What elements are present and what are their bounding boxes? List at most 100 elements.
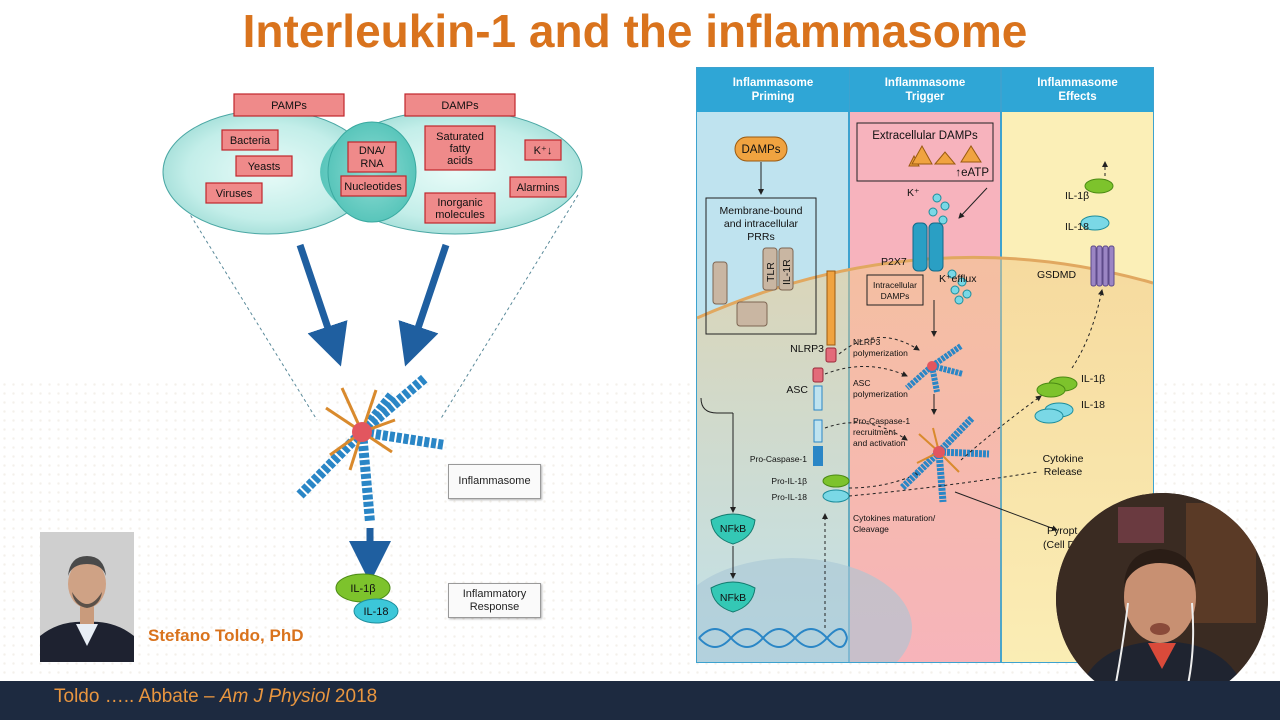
prr-line1: Membrane-bound [720,205,803,217]
nlrp3-poly-line1: NLRP3 [853,337,881,347]
bottom-bar [0,681,1280,720]
eatp-label: ↑eATP [955,167,989,179]
molecules-label: molecules [435,209,485,221]
damps-box [404,93,516,117]
nfkb-icon-2 [710,581,756,613]
potassium-label: K⁺↓ [534,145,553,157]
inflammasome-complex-icon [296,374,446,523]
effects-il1b-mid: IL-1β [1081,373,1105,385]
intracellular-line1: Intracellular [873,280,917,290]
effects-head-line1: Inflammasome [1037,76,1118,89]
column-header-trigger: Inflammasome Trigger [850,68,1000,112]
release-line1: Cytokine [1043,453,1084,465]
nfkb-label-2: NFkB [720,592,746,604]
inflammatory-response-box: Inflammatory Response [448,583,541,618]
bacteria-label: Bacteria [230,135,271,147]
receptor-1 [712,261,728,305]
priming-head-line2: Priming [751,91,795,103]
k-efflux-label: K⁺efflux [939,273,977,285]
trigger-head-line1: Inflammasome [884,76,966,89]
nucleotides-label: Nucleotides [344,181,402,193]
citation-authors: Toldo ….. Abbate – [54,686,220,707]
citation-journal: Am J Physiol [219,686,330,707]
casp-line1: Pro-Caspase-1 [853,416,910,426]
rna-label: RNA [360,158,384,170]
pyroptosis-line2: (Cell D [1043,539,1076,551]
priming-damps-label: DAMPs [742,144,781,156]
p2x7-channel [912,222,928,272]
nlrp3-stalk [826,270,836,346]
nlrp3-label: NLRP3 [790,343,824,355]
effects-head-line2: Effects [1058,91,1097,103]
gsdmd-label: GSDMD [1037,269,1077,281]
pro-caspase-icon [813,446,823,466]
release-line2: Release [1044,466,1083,478]
damps-pill [734,136,788,162]
effects-il1b-top: IL-1β [1065,190,1089,202]
damps-label: DAMPs [441,100,479,112]
asc-poly-line2: polymerization [853,389,908,399]
projection-line-right [439,194,579,421]
nfkb-icon-1 [710,513,756,545]
priming-head-line1: Inflammasome [732,76,814,89]
asc-head [812,367,824,383]
intracellular-damps-box [866,274,924,306]
yeasts-box [235,155,293,177]
pro-il18-label: Pro-IL-18 [772,492,808,502]
slide-title: Interleukin-1 and the inflammasome [242,5,1028,57]
p2x7-label: P2X7 [881,256,907,268]
viruses-label: Viruses [216,188,253,200]
alarmins-label: Alarmins [517,182,560,194]
pamps-label: PAMPs [271,100,307,112]
column-header-effects: Inflammasome Effects [1002,68,1153,112]
pyroptosis-line1: Pyropt [1047,525,1077,537]
extracellular-damps-label: Extracellular DAMPs [872,130,978,142]
il1r-label: IL-1R [781,259,793,285]
inorganic-molecules-box [424,192,496,224]
il1r-receptor [778,247,794,291]
nlrp3-head [825,347,837,363]
prr-line2: and intracellular [724,218,799,230]
intracellular-line2: DAMPs [881,291,910,301]
speaker-name: Stefano Toldo, PhD [148,626,304,645]
casp-line3: and activation [853,438,906,448]
citation-year: 2018 [329,686,378,707]
pamps-arrow [296,243,348,367]
inorganic-label: Inorganic [437,197,483,209]
il18-label: IL-18 [363,606,388,618]
pro-il1b-label: Pro-IL-1β [771,476,807,486]
projection-line-left [177,194,318,421]
effects-il18-top: IL-18 [1065,221,1089,233]
effects-il18-mid: IL-18 [1081,399,1105,411]
nlrp3-poly-line2: polymerization [853,348,908,358]
yeasts-label: Yeasts [248,161,281,173]
nucleus [697,558,912,662]
asc-poly-line1: ASC [853,378,870,388]
dna-helix [698,628,848,648]
extracellular-damps-box [856,122,994,182]
receptor-2 [736,301,768,327]
k-plus-label: K⁺ [907,187,920,199]
bacteria-box [221,129,279,151]
alarmins-box [509,176,567,198]
casp-line2: recruitment [853,427,896,437]
maturation-line1: Cytokines maturation/ [853,513,936,523]
asc-body [813,385,823,411]
fatty-label: fatty [450,143,471,155]
maturation-line2: Cleavage [853,524,889,534]
dna-label: DNA/ [359,145,386,157]
saturated-fatty-acids-box [424,125,496,171]
small-inflammasome-2 [899,415,990,503]
column-header-priming: Inflammasome Priming [697,68,849,112]
citation: Toldo ….. Abbate – Am J Physiol 2018 [54,686,377,708]
tlr-label: TLR [765,262,777,282]
presenter-webcam [1056,493,1268,705]
speaker-photo [40,532,134,662]
pamps-box [233,93,345,117]
il18-oval [353,598,399,624]
inflammatory-label: Inflammatory [462,588,527,601]
gsdmd-pore [1090,245,1115,287]
il1b-label: IL-1β [350,583,375,595]
dna-rna-box [347,141,397,173]
inflammasome-overview-diagram: PAMPs DAMPs Bacteria Yeasts Viruses DNA/… [162,93,583,624]
